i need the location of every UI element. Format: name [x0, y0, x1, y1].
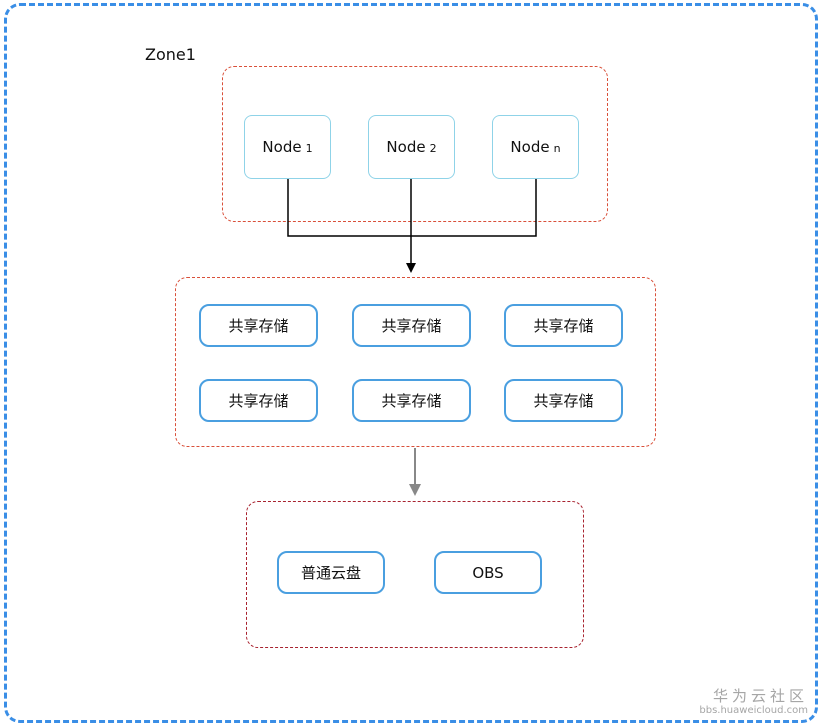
node-label: Node [262, 138, 302, 156]
watermark-title: 华为云社区 [712, 687, 808, 705]
shared-storage-group [175, 277, 656, 447]
zone-label: Zone1 [145, 45, 196, 64]
watermark: 华为云社区 bbs.huaweicloud.com [699, 687, 808, 717]
shared-storage-box: 共享存储 [352, 304, 471, 347]
node-index: 1 [305, 141, 313, 155]
obs-box: OBS [434, 551, 542, 594]
node-label: Node [510, 138, 550, 156]
shared-storage-box: 共享存储 [199, 379, 318, 422]
shared-storage-box: 共享存储 [352, 379, 471, 422]
zone-boundary [4, 3, 818, 723]
watermark-url: bbs.huaweicloud.com [699, 705, 808, 716]
shared-storage-box: 共享存储 [199, 304, 318, 347]
shared-storage-box: 共享存储 [504, 304, 623, 347]
node-index: n [553, 141, 561, 155]
node-index: 2 [429, 141, 437, 155]
shared-storage-box: 共享存储 [504, 379, 623, 422]
backend-storage-group [246, 501, 584, 648]
node-label: Node [386, 138, 426, 156]
cloud-disk-box: 普通云盘 [277, 551, 385, 594]
